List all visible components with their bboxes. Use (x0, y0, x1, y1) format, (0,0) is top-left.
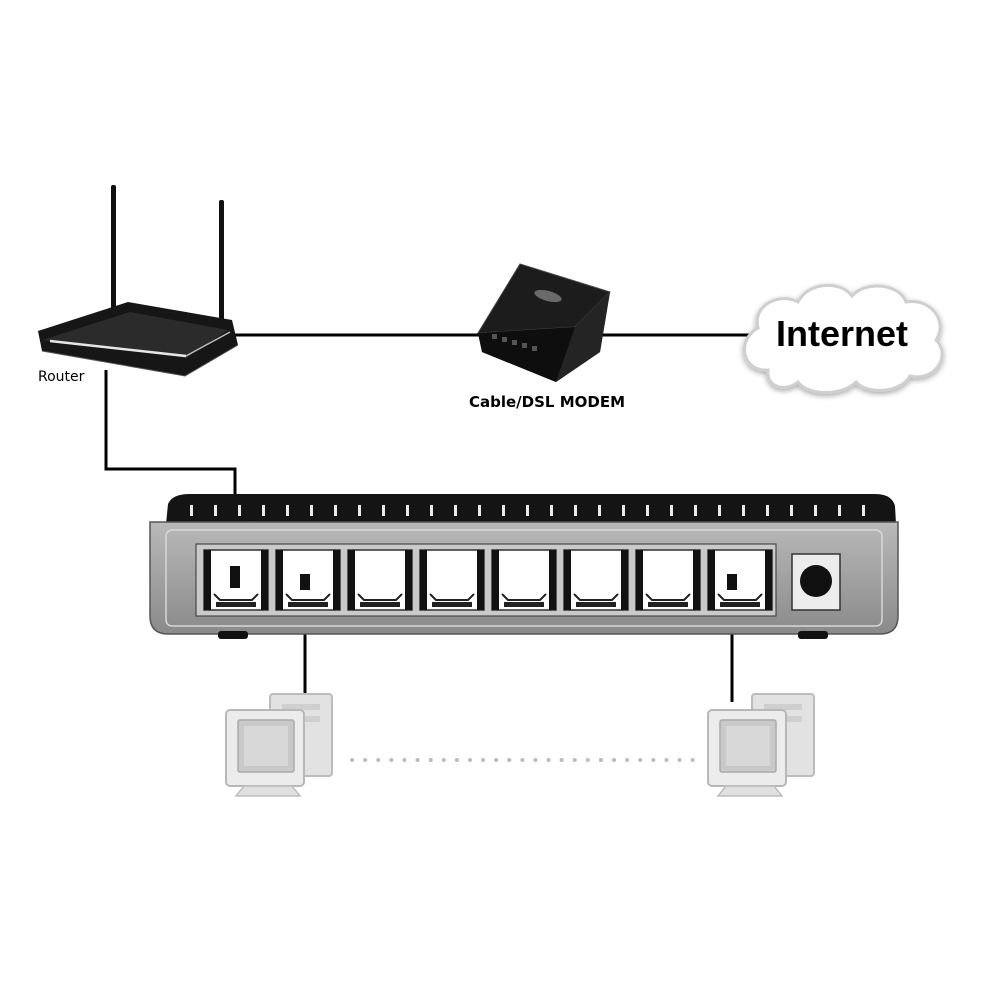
switch-port-5 (491, 549, 557, 611)
power-jack-icon (791, 553, 841, 611)
router-label: Router (38, 369, 85, 385)
desktop-computer-icon (707, 693, 815, 797)
cloud-icon (743, 283, 944, 394)
switch-port-7 (635, 549, 701, 611)
modem-label: Cable/DSL MODEM (469, 393, 625, 411)
switch-ports (203, 549, 773, 611)
modem-icon (477, 263, 611, 382)
switch-port-6 (563, 549, 629, 611)
switch-port-4 (419, 549, 485, 611)
switch-port-1 (203, 549, 269, 611)
desktop-computer-icon (225, 693, 333, 797)
network-switch-icon (149, 494, 899, 639)
switch-port-2 (275, 549, 341, 611)
internet-label: Internet (776, 313, 909, 354)
wireless-router-icon (38, 185, 239, 377)
switch-port-8 (707, 549, 773, 611)
switch-port-3 (347, 549, 413, 611)
